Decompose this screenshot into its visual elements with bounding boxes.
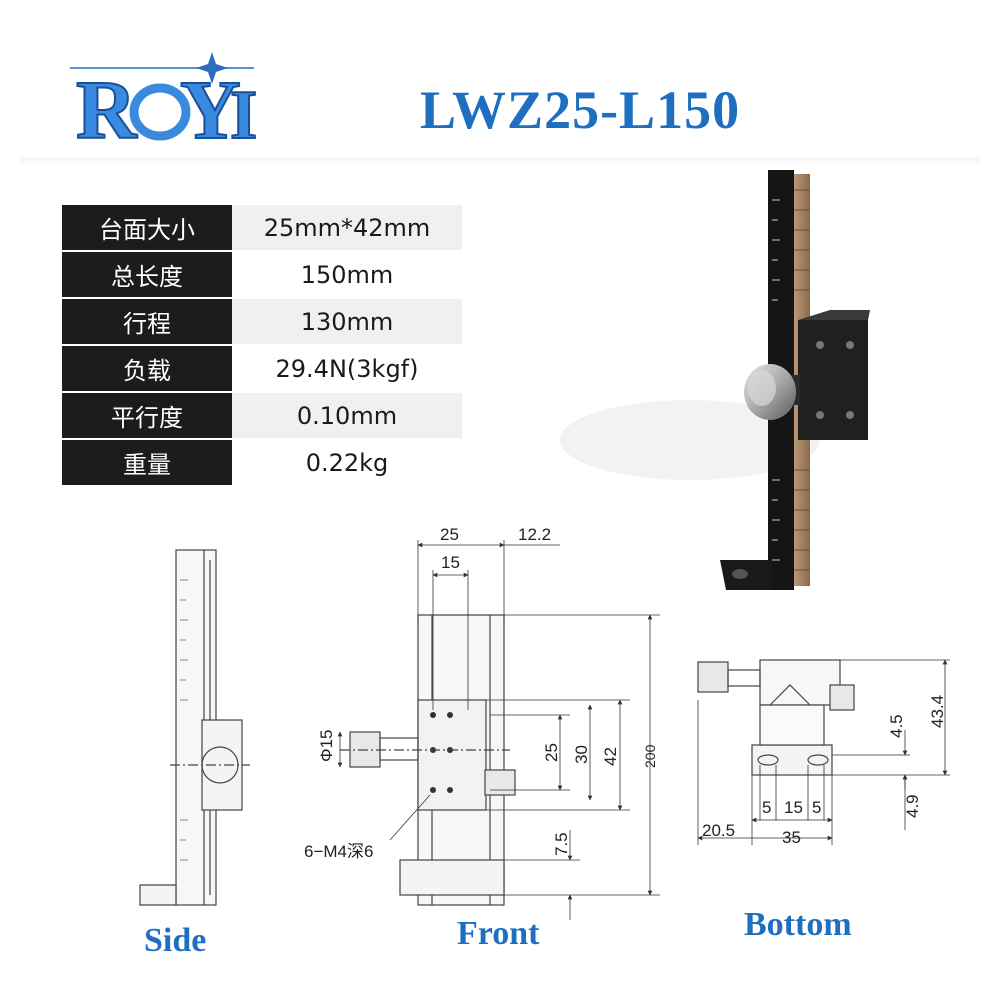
label-front: Front xyxy=(457,915,540,952)
logo-letter-i: I xyxy=(230,77,257,150)
dim-right-overhang: 12.2 xyxy=(518,525,551,544)
dim-knob-diameter: Φ15 xyxy=(317,730,336,762)
product-photo xyxy=(560,170,870,590)
spec-value: 25mm*42mm xyxy=(232,205,462,252)
label-side: Side xyxy=(144,922,207,959)
dim-carriage-height: 42 xyxy=(601,747,620,766)
spec-row: 行程 130mm xyxy=(62,299,462,346)
spec-row: 重量 0.22kg xyxy=(62,440,462,487)
dim-base-height: 7.5 xyxy=(552,832,571,856)
logo-letter-y: Y xyxy=(180,64,241,150)
dim-top-width: 25 xyxy=(440,525,459,544)
spec-value: 0.22kg xyxy=(232,440,462,487)
spec-row: 台面大小 25mm*42mm xyxy=(62,205,462,252)
logo-letter-r: R xyxy=(76,64,138,150)
dim-height-total: 43.4 xyxy=(928,695,947,728)
product-title: LWZ25-L150 xyxy=(420,80,741,140)
thread-note: 6−M4深6 xyxy=(304,842,373,861)
spec-value: 29.4N(3kgf) xyxy=(232,346,462,393)
spec-key: 行程 xyxy=(62,299,232,346)
spec-value: 0.10mm xyxy=(232,393,462,440)
dim-slot-spacing: 15 xyxy=(784,798,803,817)
spec-key: 重量 xyxy=(62,440,232,487)
spec-key: 负载 xyxy=(62,346,232,393)
stage-carriage xyxy=(798,320,868,440)
technical-drawings: 25 12.2 15 Φ15 25 30 42 200 7.5 6−M4深6 4… xyxy=(139,525,950,920)
spec-table: 台面大小 25mm*42mm 总长度 150mm 行程 130mm 负载 29.… xyxy=(62,205,462,487)
spec-value: 130mm xyxy=(232,299,462,346)
spec-key: 总长度 xyxy=(62,252,232,299)
dim-width: 35 xyxy=(782,828,801,847)
header-divider xyxy=(20,158,980,166)
label-bottom: Bottom xyxy=(744,906,852,943)
spec-row: 总长度 150mm xyxy=(62,252,462,299)
side-view xyxy=(139,549,250,906)
spec-row: 平行度 0.10mm xyxy=(62,393,462,440)
dim-height-mid: 4.5 xyxy=(887,714,906,738)
spec-key: 平行度 xyxy=(62,393,232,440)
front-view xyxy=(337,540,660,920)
dim-slot-spacing: 5 xyxy=(812,798,821,817)
spec-key: 台面大小 xyxy=(62,205,232,252)
bottom-view xyxy=(697,659,950,845)
dim-carriage-mid: 30 xyxy=(572,745,591,764)
dim-carriage-hole: 25 xyxy=(542,743,561,762)
dim-total-length: 200 xyxy=(642,744,658,768)
dim-offset-left: 20.5 xyxy=(702,821,735,840)
spec-row: 负载 29.4N(3kgf) xyxy=(62,346,462,393)
dim-foot-height: 4.9 xyxy=(903,794,922,818)
dim-hole-spacing: 15 xyxy=(441,553,460,572)
spec-value: 150mm xyxy=(232,252,462,299)
ryi-logo: R Y I xyxy=(70,52,258,150)
dim-slot-spacing: 5 xyxy=(762,798,771,817)
